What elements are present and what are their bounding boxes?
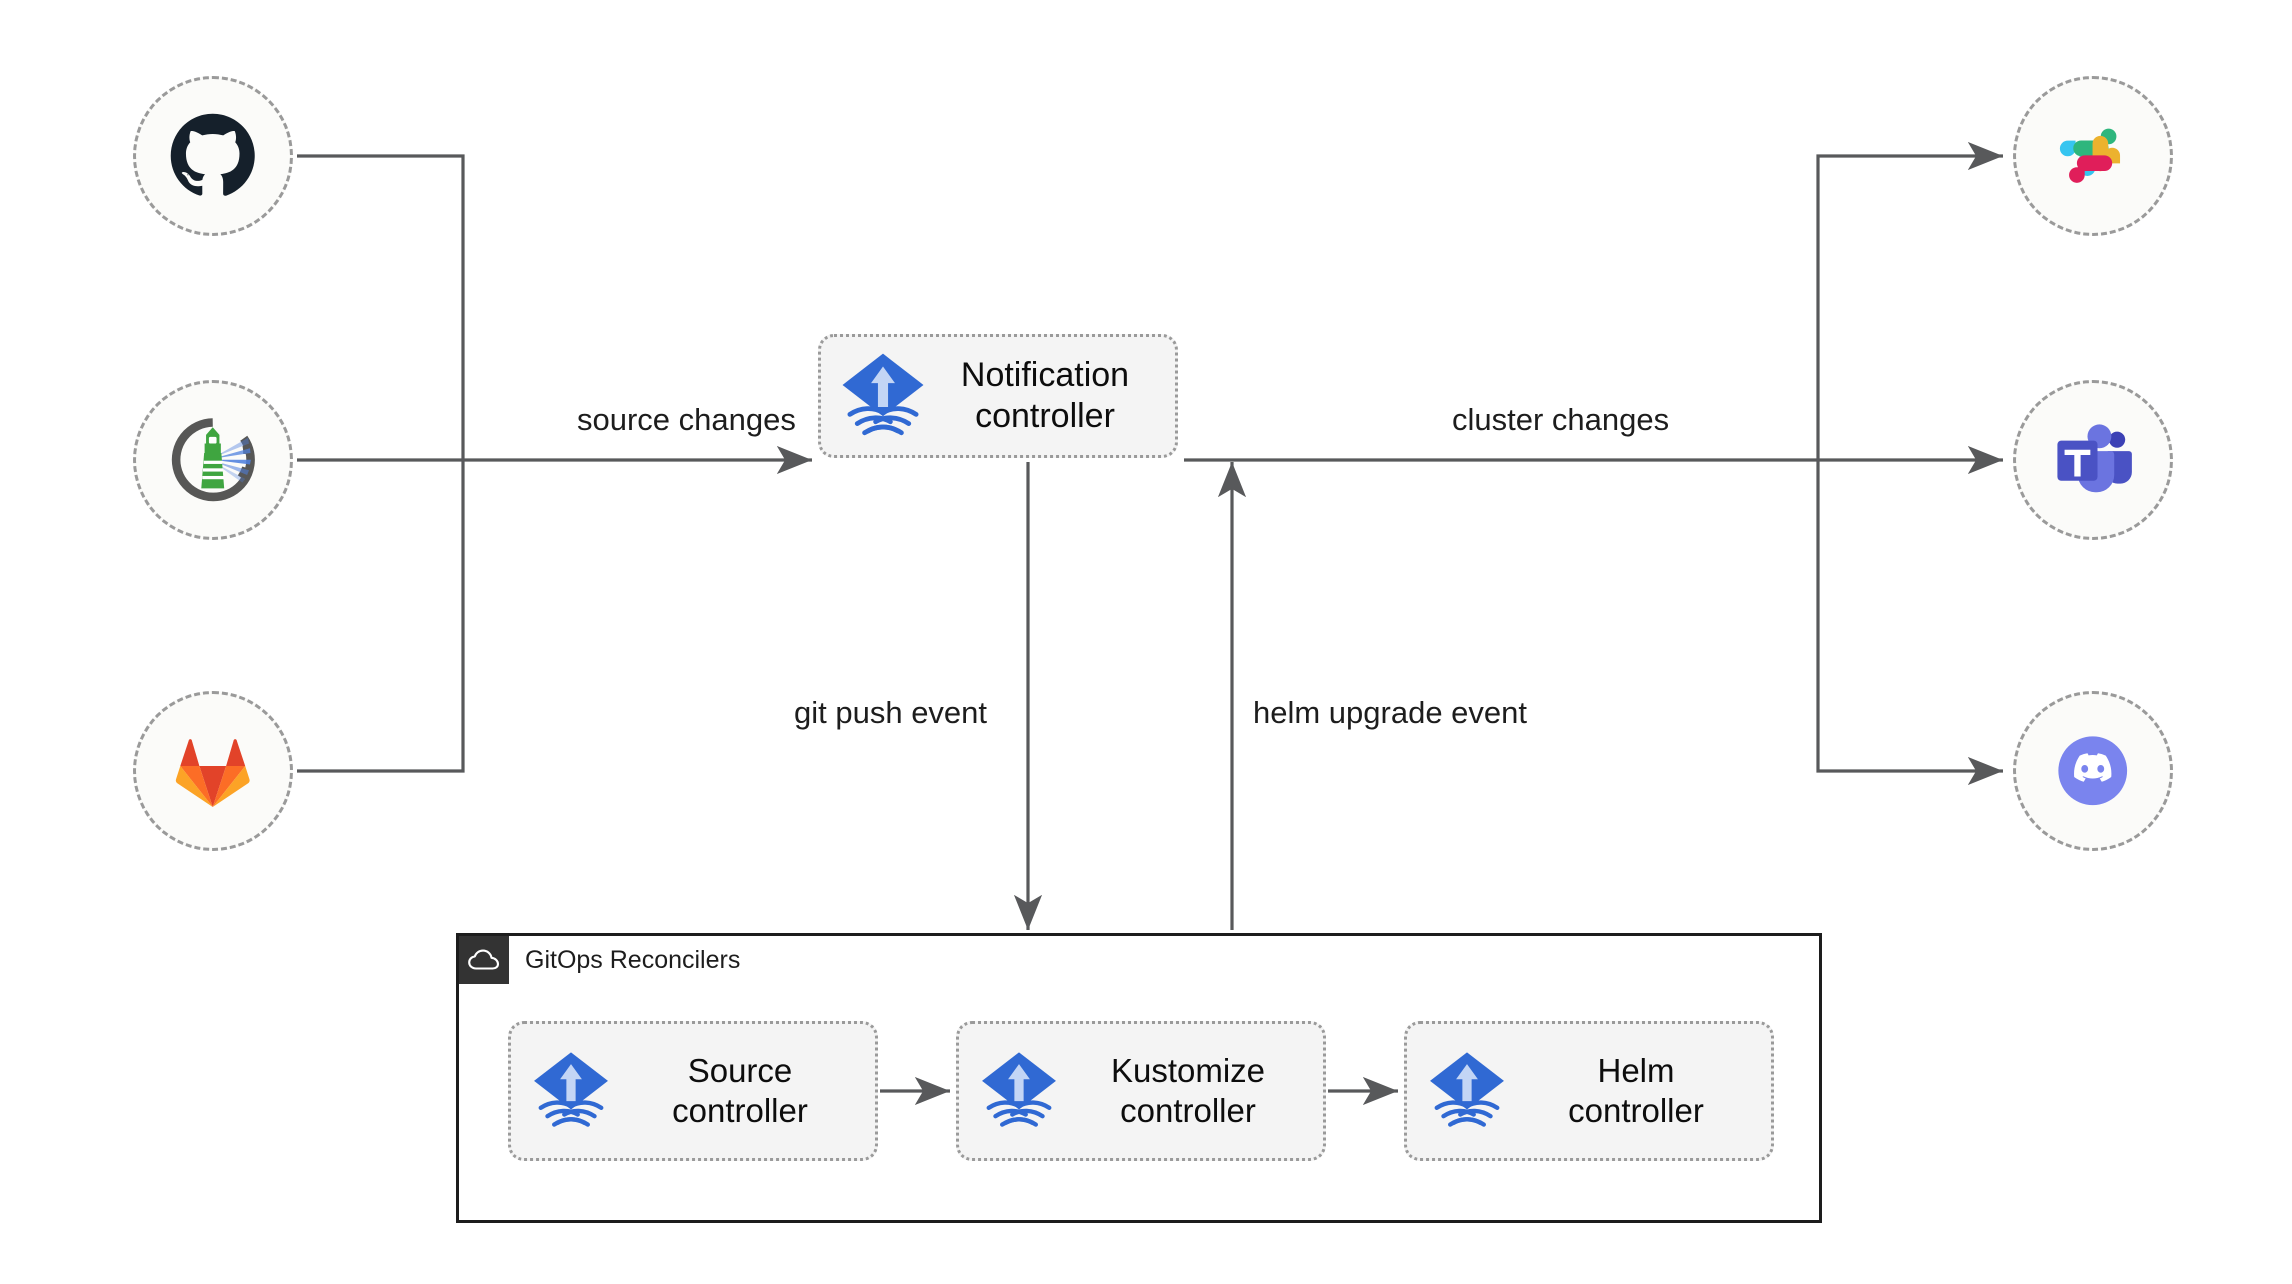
- gitops-group-title: GitOps Reconcilers: [525, 945, 741, 974]
- helm-controller-label: Helm controller: [1568, 1051, 1704, 1129]
- discord-icon: [2058, 736, 2128, 806]
- notification-controller-box[interactable]: Notification controller: [818, 334, 1178, 458]
- gitops-reconcilers-group: GitOps Reconcilers: [456, 933, 1822, 1223]
- edge-label-source-changes: source changes: [567, 400, 806, 440]
- source-node-github[interactable]: [133, 76, 293, 236]
- flux-logo: [982, 1052, 1056, 1127]
- wire-bus-to-slack: [1816, 141, 2003, 460]
- target-node-discord[interactable]: [2013, 691, 2173, 851]
- cloud-icon-glyph: [468, 949, 500, 970]
- wire-gitlab-to-bus: [297, 460, 465, 773]
- source-node-gitlab[interactable]: [133, 691, 293, 851]
- edge-label-cluster-changes: cluster changes: [1442, 400, 1680, 440]
- kustomize-controller-label: Kustomize controller: [1110, 1051, 1266, 1129]
- target-node-slack[interactable]: [2013, 76, 2173, 236]
- gitlab-icon: [176, 739, 250, 808]
- edge-label-helm-upgrade-event: helm upgrade event: [1243, 693, 1538, 733]
- flux-logo: [534, 1052, 608, 1127]
- edge-label-git-push-event: git push event: [784, 693, 998, 733]
- github-icon: [170, 113, 256, 197]
- source-controller-box[interactable]: Source controller: [508, 1021, 878, 1161]
- source-controller-label: Source controller: [672, 1051, 808, 1129]
- kustomize-controller-box[interactable]: Kustomize controller: [956, 1021, 1326, 1161]
- target-node-teams[interactable]: [2013, 380, 2173, 540]
- slack-icon: [2060, 128, 2121, 184]
- wire-github-to-bus: [297, 154, 465, 460]
- notification-controller-label: Notification controller: [960, 355, 1130, 435]
- source-node-harbor[interactable]: [133, 380, 293, 540]
- helm-controller-box[interactable]: Helm controller: [1404, 1021, 1774, 1161]
- harbor-icon: [172, 418, 256, 502]
- cloud-icon: [459, 936, 509, 984]
- wire-bus-to-discord: [1816, 460, 2003, 786]
- teams-icon: [2057, 424, 2133, 493]
- flux-logo: [842, 353, 924, 436]
- flux-logo: [1430, 1052, 1504, 1127]
